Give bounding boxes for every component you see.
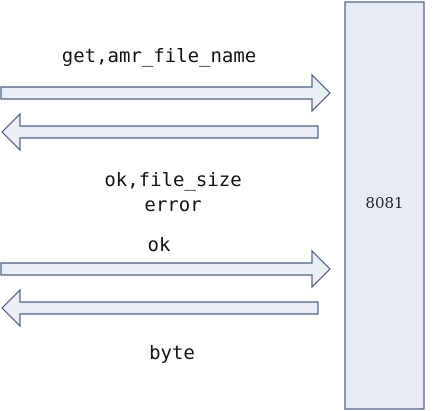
response-label-error: error [144, 194, 201, 216]
response-label-byte: byte [149, 342, 195, 364]
request-arrow-ok [0, 249, 331, 289]
response-arrow-file-size [1, 112, 319, 152]
response-label-ok-file-size: ok,file_size [104, 169, 241, 191]
response-arrow-byte [1, 288, 319, 328]
request-arrow-get [0, 73, 331, 113]
device-label: 8081 [365, 194, 403, 212]
request-label-get: get,amr_file_name [62, 45, 256, 67]
request-label-ok: ok [148, 234, 171, 256]
device-box [344, 1, 425, 410]
